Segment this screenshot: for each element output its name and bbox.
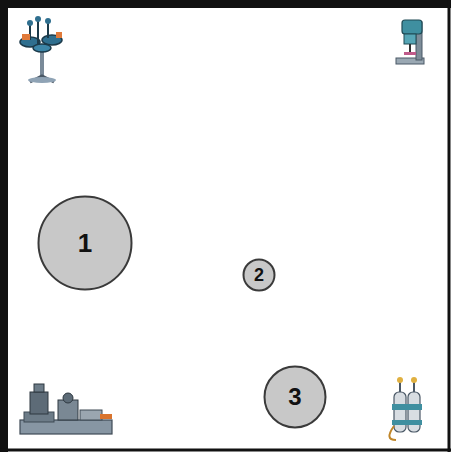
bench-machine-icon <box>20 384 112 434</box>
circle-shape <box>39 197 132 290</box>
drill-press-icon <box>396 20 424 64</box>
top-wall <box>0 0 451 8</box>
callout-number: 2 <box>254 266 264 284</box>
circle-shape <box>244 260 275 291</box>
callout-circle: 2 <box>242 258 276 292</box>
left-wall <box>0 0 8 452</box>
callout-number: 3 <box>288 385 301 409</box>
bottom-wall <box>0 449 451 452</box>
callout-circle: 3 <box>263 365 327 429</box>
right-wall <box>448 0 451 452</box>
callout-circle: 1 <box>37 195 133 291</box>
circle-shape <box>265 367 326 428</box>
callout-number: 1 <box>78 230 92 256</box>
lab-apparatus-icon <box>20 16 62 83</box>
gas-cylinder-icon <box>389 377 422 440</box>
